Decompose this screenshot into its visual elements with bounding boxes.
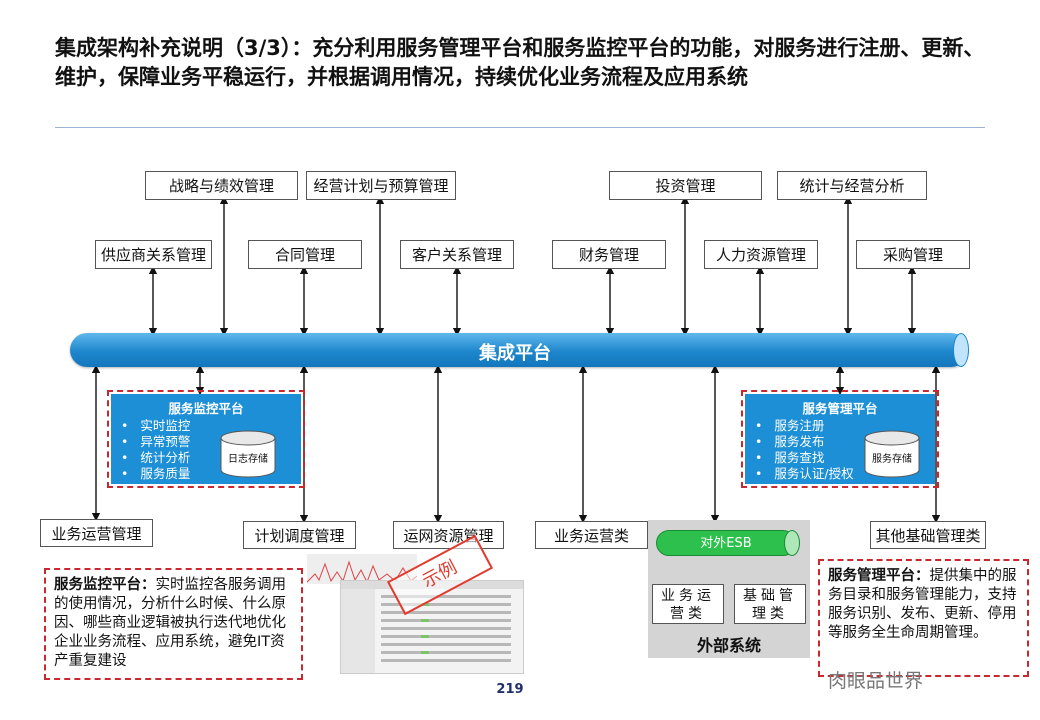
page-title: 集成架构补充说明（3/3）：充分利用服务管理平台和服务监控平台的功能，对服务进行… xyxy=(55,36,985,89)
box-biz-ops: 业务运营类 xyxy=(535,521,648,549)
box-schedule: 计划调度管理 xyxy=(243,521,356,549)
service-storage-database-icon: 服务存储 xyxy=(864,430,920,478)
box-strategy: 战略与绩效管理 xyxy=(145,171,298,200)
box-network: 运网资源管理 xyxy=(393,521,504,549)
service-storage-label: 服务存储 xyxy=(872,452,912,465)
note-manage-body: 提供集中的服务目录和服务管理能力，支持服务识别、发布、更新、停用等服务全生命周期… xyxy=(828,568,1017,641)
page-number: 219 xyxy=(496,682,524,697)
title-divider xyxy=(55,127,985,128)
note-manage-head: 服务管理平台： xyxy=(828,568,930,584)
external-esb: 对外ESB xyxy=(656,530,796,556)
box-contract: 合同管理 xyxy=(248,240,362,269)
manage-platform: 服务管理平台 服务注册 服务发布 服务查找 服务认证/授权 服务存储 xyxy=(741,390,939,488)
manage-platform-list: 服务注册 服务发布 服务查找 服务认证/授权 xyxy=(755,418,854,482)
monitor-item: 实时监控 xyxy=(121,418,190,434)
integration-bus-label: 集成平台 xyxy=(479,343,551,364)
log-storage-database-icon: 日志存储 xyxy=(220,430,276,478)
monitor-item: 统计分析 xyxy=(121,450,190,466)
manage-item: 服务查找 xyxy=(755,450,854,466)
watermark: 肉眼品世界 xyxy=(828,670,924,692)
note-monitor-body: 实时监控各服务调用的使用情况，分析什么时候、什么原因、哪些商业逻辑被执行迭代地优… xyxy=(54,577,286,669)
monitor-platform-list: 实时监控 异常预警 统计分析 服务质量 xyxy=(121,418,190,482)
box-investment: 投资管理 xyxy=(609,171,762,200)
note-monitor-head: 服务监控平台： xyxy=(54,577,156,593)
box-customer: 客户关系管理 xyxy=(400,240,514,269)
manage-item: 服务认证/授权 xyxy=(755,466,853,482)
manage-platform-title: 服务管理平台 xyxy=(802,401,878,416)
log-storage-label: 日志存储 xyxy=(228,452,268,465)
box-supplier: 供应商关系管理 xyxy=(95,240,212,269)
box-statistics: 统计与经营分析 xyxy=(777,171,927,200)
manage-item: 服务发布 xyxy=(755,434,854,450)
monitor-item: 服务质量 xyxy=(121,466,190,482)
integration-bus xyxy=(70,333,968,367)
external-esb-cap xyxy=(784,530,800,556)
manage-item: 服务注册 xyxy=(755,418,854,434)
monitor-platform: 服务监控平台 实时监控 异常预警 统计分析 服务质量 日志存储 xyxy=(107,390,305,488)
box-finance: 财务管理 xyxy=(552,240,666,269)
monitor-item: 异常预警 xyxy=(121,434,190,450)
integration-bus-cap xyxy=(953,333,969,367)
box-hr: 人力资源管理 xyxy=(704,240,818,269)
box-purchase: 采购管理 xyxy=(856,240,970,269)
box-planning: 经营计划与预算管理 xyxy=(306,171,456,200)
note-monitor-platform: 服务监控平台：实时监控各服务调用的使用情况，分析什么时候、什么原因、哪些商业逻辑… xyxy=(44,568,303,680)
monitor-platform-title: 服务监控平台 xyxy=(168,401,244,416)
external-system-label: 外部系统 xyxy=(696,636,761,655)
note-manage-platform: 服务管理平台：提供集中的服务目录和服务管理能力，支持服务识别、发布、更新、停用等… xyxy=(818,559,1029,677)
box-other: 其他基础管理类 xyxy=(870,521,986,549)
external-box-biz-ops: 业务运营类 xyxy=(652,584,724,624)
box-biz-ops-mgmt: 业务运营管理 xyxy=(40,519,153,547)
external-box-base-mgmt: 基础管理类 xyxy=(734,584,806,624)
